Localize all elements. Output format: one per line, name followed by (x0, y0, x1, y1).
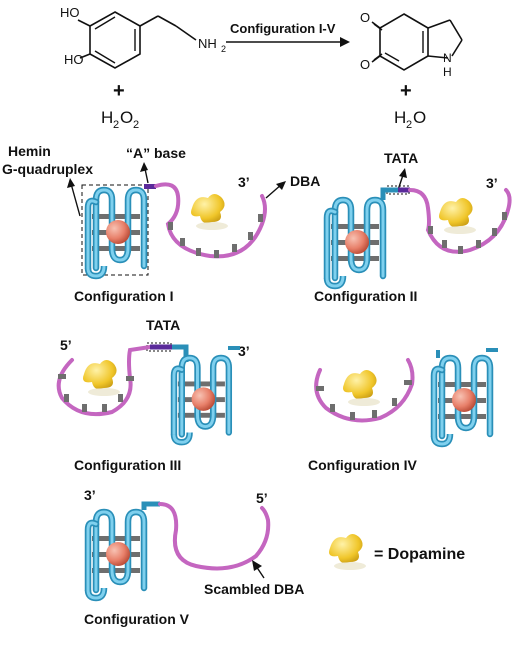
amine-label: NH (198, 36, 217, 51)
dopaminochrome-molecule: O O N H (360, 10, 463, 79)
three-prime-label-ii: 3’ (486, 175, 498, 191)
oh-top-label: HO (60, 5, 80, 20)
g-quadruplex-label: G-quadruplex (2, 161, 93, 177)
svg-text:O: O (413, 108, 426, 127)
reaction-arrow-label: Configuration I-V (230, 21, 336, 36)
h2o2-formula: H 2 O 2 (101, 108, 139, 131)
tata-label-ii: TATA (384, 150, 418, 166)
scrambled-dba-label: Scambled DBA (204, 581, 304, 597)
configuration-2: TATA 3’ Configuration II (314, 150, 512, 304)
reaction-arrow: Configuration I-V (226, 21, 350, 47)
svg-text:O: O (120, 108, 133, 127)
nh-n-label: N (443, 51, 452, 65)
three-prime-label-v: 3’ (84, 487, 96, 503)
svg-text:2: 2 (406, 119, 412, 131)
dopamine-molecule: HO HO NH 2 (60, 5, 226, 69)
five-prime-label-v: 5’ (256, 490, 268, 506)
o-bottom-label: O (360, 57, 370, 72)
oh-bottom-label: HO (64, 52, 84, 67)
three-prime-label-i: 3’ (238, 174, 250, 190)
o-top-label: O (360, 10, 370, 25)
svg-text:H: H (101, 108, 113, 127)
configuration-2-label: Configuration II (314, 288, 417, 304)
product-plus: + (400, 80, 412, 102)
configuration-5: 3’ 5’ Scambled DBA Configuration V (84, 487, 304, 627)
configuration-4: Configuration IV (308, 348, 498, 473)
a-base-label: “A” base (126, 145, 186, 161)
nh-h-label: H (443, 65, 452, 79)
configuration-3-label: Configuration III (74, 457, 181, 473)
dba-label: DBA (290, 173, 320, 189)
reactant-plus: + (113, 80, 125, 102)
svg-text:2: 2 (133, 119, 139, 131)
configuration-4-label: Configuration IV (308, 457, 418, 473)
legend: = Dopamine (329, 534, 465, 570)
dopamine-legend-icon (329, 534, 366, 570)
configuration-1-label: Configuration I (74, 288, 174, 304)
legend-label: = Dopamine (374, 546, 465, 563)
amine-subscript: 2 (221, 44, 226, 54)
configuration-3: TATA 5’ 3’ Configuration III (56, 317, 250, 473)
three-prime-label-iii: 3’ (238, 343, 250, 359)
configuration-1: Hemin G-quadruplex “A” base 3’ DBA Confi… (2, 143, 320, 304)
tata-label-iii: TATA (146, 317, 180, 333)
svg-text:2: 2 (113, 119, 119, 131)
svg-text:H: H (394, 108, 406, 127)
h2o-formula: H 2 O (394, 108, 426, 131)
five-prime-label-iii: 5’ (60, 337, 72, 353)
hemin-label: Hemin (8, 143, 51, 159)
configuration-5-label: Configuration V (84, 611, 190, 627)
